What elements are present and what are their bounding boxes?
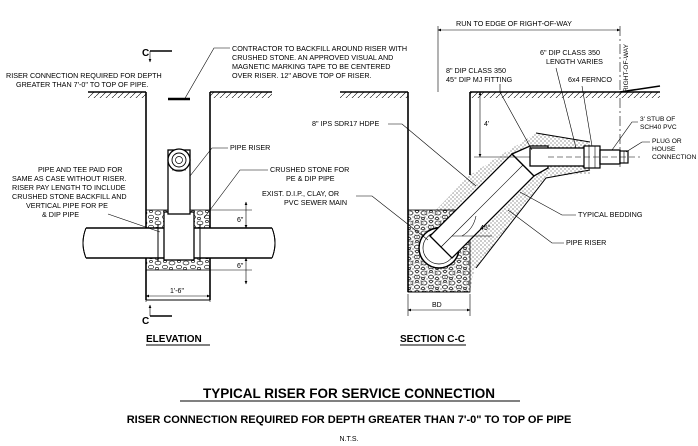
label-crushed-stone: CRUSHED STONE FOR PE & DIP PIPE xyxy=(203,165,349,219)
label-plug: PLUG OR HOUSE CONNECTION xyxy=(625,138,697,161)
subtitle: RISER CONNECTION REQUIRED FOR DEPTH GREA… xyxy=(127,414,572,426)
svg-text:GREATER THAN 7'-0" TO TOP OF P: GREATER THAN 7'-0" TO TOP OF PIPE. xyxy=(16,80,148,89)
section-mark-bottom: C xyxy=(142,316,149,327)
svg-text:CRUSHED STONE BACKFILL AND: CRUSHED STONE BACKFILL AND xyxy=(12,192,127,201)
svg-text:CONTRACTOR TO BACKFILL AROUND: CONTRACTOR TO BACKFILL AROUND RISER WITH xyxy=(232,44,407,53)
elevation-width-dimension: 1'-6" xyxy=(145,280,211,302)
section-riser-pipe xyxy=(429,145,640,259)
label-pipe-riser-elevation: PIPE RISER xyxy=(189,143,270,177)
svg-text:PIPE AND TEE PAID FOR: PIPE AND TEE PAID FOR xyxy=(38,165,122,174)
svg-text:8" DIP CLASS 350: 8" DIP CLASS 350 xyxy=(446,66,506,75)
elevation-ground-line xyxy=(88,91,272,98)
svg-text:3' STUB OF: 3' STUB OF xyxy=(640,116,675,123)
main-title: TYPICAL RISER FOR SERVICE CONNECTION xyxy=(203,386,495,401)
svg-text:MAGNETIC MARKING TAPE TO BE CE: MAGNETIC MARKING TAPE TO BE CENTERED xyxy=(232,62,390,71)
run-dimension: RUN TO EDGE OF RIGHT-OF-WAY xyxy=(437,19,621,92)
bd-dimension: BD xyxy=(407,294,471,316)
svg-text:LENGTH VARIES: LENGTH VARIES xyxy=(546,57,603,66)
right-of-way-line: RIGHT-OF-WAY xyxy=(619,26,630,170)
note-depth: RISER CONNECTION REQUIRED FOR DEPTH GREA… xyxy=(6,71,162,89)
nts-label: N.T.S. xyxy=(339,436,358,443)
note-contractor: CONTRACTOR TO BACKFILL AROUND RISER WITH… xyxy=(183,44,407,101)
label-exist-main: EXIST. D.I.P., CLAY, OR PVC SEWER MAIN xyxy=(262,189,429,241)
section-mark-top: C xyxy=(142,48,149,59)
svg-text:PIPE RISER: PIPE RISER xyxy=(566,238,606,247)
depth-dimension: 4' xyxy=(474,91,530,158)
section-ground-line xyxy=(340,85,661,98)
label-pipe-riser-section: PIPE RISER xyxy=(507,209,606,247)
svg-text:EXIST. D.I.P., CLAY, OR: EXIST. D.I.P., CLAY, OR xyxy=(262,189,339,198)
svg-text:OVER RISER. 12" ABOVE TOP OF: OVER RISER. 12" ABOVE TOP OF RISER. xyxy=(232,71,372,80)
dim-depth-label: 4' xyxy=(484,121,489,128)
svg-text:8" IPS SDR17 HDPE: 8" IPS SDR17 HDPE xyxy=(312,119,379,128)
drawing-footer: TYPICAL RISER FOR SERVICE CONNECTION RIS… xyxy=(127,386,572,443)
dim-bd-label: BD xyxy=(432,302,442,309)
dim-bottom-label: 6" xyxy=(237,263,244,270)
svg-text:CRUSHED STONE. AN APPROVED VI: CRUSHED STONE. AN APPROVED VISUAL AND xyxy=(232,53,393,62)
run-label: RUN TO EDGE OF RIGHT-OF-WAY xyxy=(456,19,572,28)
dim-top-label: 6" xyxy=(237,217,244,224)
elevation-main-pipe xyxy=(82,211,276,262)
dim-width-label: 1'-6" xyxy=(170,288,184,295)
svg-text:RISER CONNECTION REQUIRED FOR: RISER CONNECTION REQUIRED FOR DEPTH xyxy=(6,71,162,80)
svg-text:TYPICAL BEDDING: TYPICAL BEDDING xyxy=(578,210,643,219)
svg-text:HOUSE: HOUSE xyxy=(652,146,676,153)
svg-text:RISER PAY LENGTH TO INCLUDE: RISER PAY LENGTH TO INCLUDE xyxy=(12,183,126,192)
label-dip-fitting: 8" DIP CLASS 350 45° DIP MJ FITTING xyxy=(446,66,533,151)
svg-text:SCH40 PVC: SCH40 PVC xyxy=(640,124,677,131)
svg-text:& DIP PIPE: & DIP PIPE xyxy=(42,210,79,219)
svg-text:SAME AS CASE WITHOUT RISER.: SAME AS CASE WITHOUT RISER. xyxy=(12,174,127,183)
label-hdpe: 8" IPS SDR17 HDPE xyxy=(312,119,477,187)
label-bedding: TYPICAL BEDDING xyxy=(519,191,643,219)
svg-text:PIPE RISER: PIPE RISER xyxy=(230,143,270,152)
svg-text:PVC SEWER MAIN: PVC SEWER MAIN xyxy=(284,198,347,207)
svg-text:6x4 FERNCO: 6x4 FERNCO xyxy=(568,75,612,84)
svg-text:PE & DIP PIPE: PE & DIP PIPE xyxy=(286,174,335,183)
elevation-riser-pipe xyxy=(167,148,191,215)
angle-dimension: 45° xyxy=(452,215,492,237)
svg-text:CRUSHED STONE FOR: CRUSHED STONE FOR xyxy=(270,165,349,174)
elevation-vertical-dimensions: 6" 6" xyxy=(210,201,252,285)
elevation-title: ELEVATION xyxy=(146,334,202,345)
elevation-view: C C 1'-6" 6" 6" RISER CONNECTION REQUIRE… xyxy=(6,44,407,346)
row-label: RIGHT-OF-WAY xyxy=(623,43,630,92)
section-cut-line: C C xyxy=(142,48,172,327)
svg-text:45° DIP MJ FITTING: 45° DIP MJ FITTING xyxy=(446,75,513,84)
dim-angle-label: 45° xyxy=(480,224,491,232)
svg-text:6" DIP CLASS 350: 6" DIP CLASS 350 xyxy=(540,48,600,57)
section-view: 8" IPS SDR17 HDPE RIGHT-OF-WAY RUN TO ED… xyxy=(262,19,697,346)
section-title: SECTION C-C xyxy=(400,334,465,345)
label-dip-length: 6" DIP CLASS 350 LENGTH VARIES xyxy=(540,48,603,149)
note-pay: PIPE AND TEE PAID FOR SAME AS CASE WITHO… xyxy=(12,165,161,233)
label-fernco: 6x4 FERNCO xyxy=(568,75,612,147)
svg-text:VERTICAL PIPE FOR PE: VERTICAL PIPE FOR PE xyxy=(26,201,108,210)
svg-text:CONNECTION: CONNECTION xyxy=(652,154,697,161)
svg-text:PLUG OR: PLUG OR xyxy=(652,138,682,145)
label-stub: 3' STUB OF SCH40 PVC xyxy=(611,116,677,151)
